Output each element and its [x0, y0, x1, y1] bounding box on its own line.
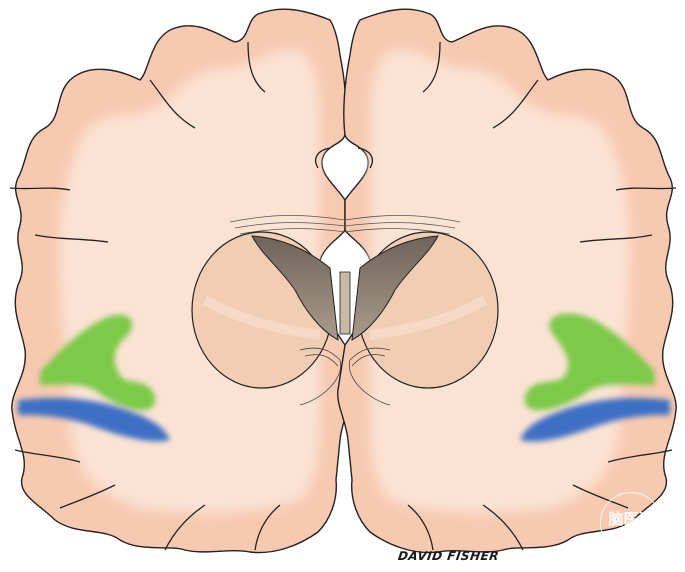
right-green-region	[524, 313, 655, 411]
artist-signature: DAVID FISHER	[397, 549, 501, 563]
corpus-callosum	[229, 214, 461, 235]
watermark-text: 脑医汇	[608, 509, 654, 528]
watermark-subtext: NAOYIHUI	[617, 528, 645, 535]
left-green-region	[40, 314, 156, 411]
left-hemisphere	[9, 8, 351, 554]
left-sulci	[9, 41, 331, 551]
right-hemisphere	[337, 8, 677, 554]
fornix-fibers	[299, 347, 391, 406]
watermark-logo: 脑医汇 NAOYIHUI	[600, 492, 662, 554]
left-blue-region	[18, 397, 170, 442]
lateral-ventricles	[251, 235, 439, 341]
right-blue-region	[520, 397, 670, 442]
